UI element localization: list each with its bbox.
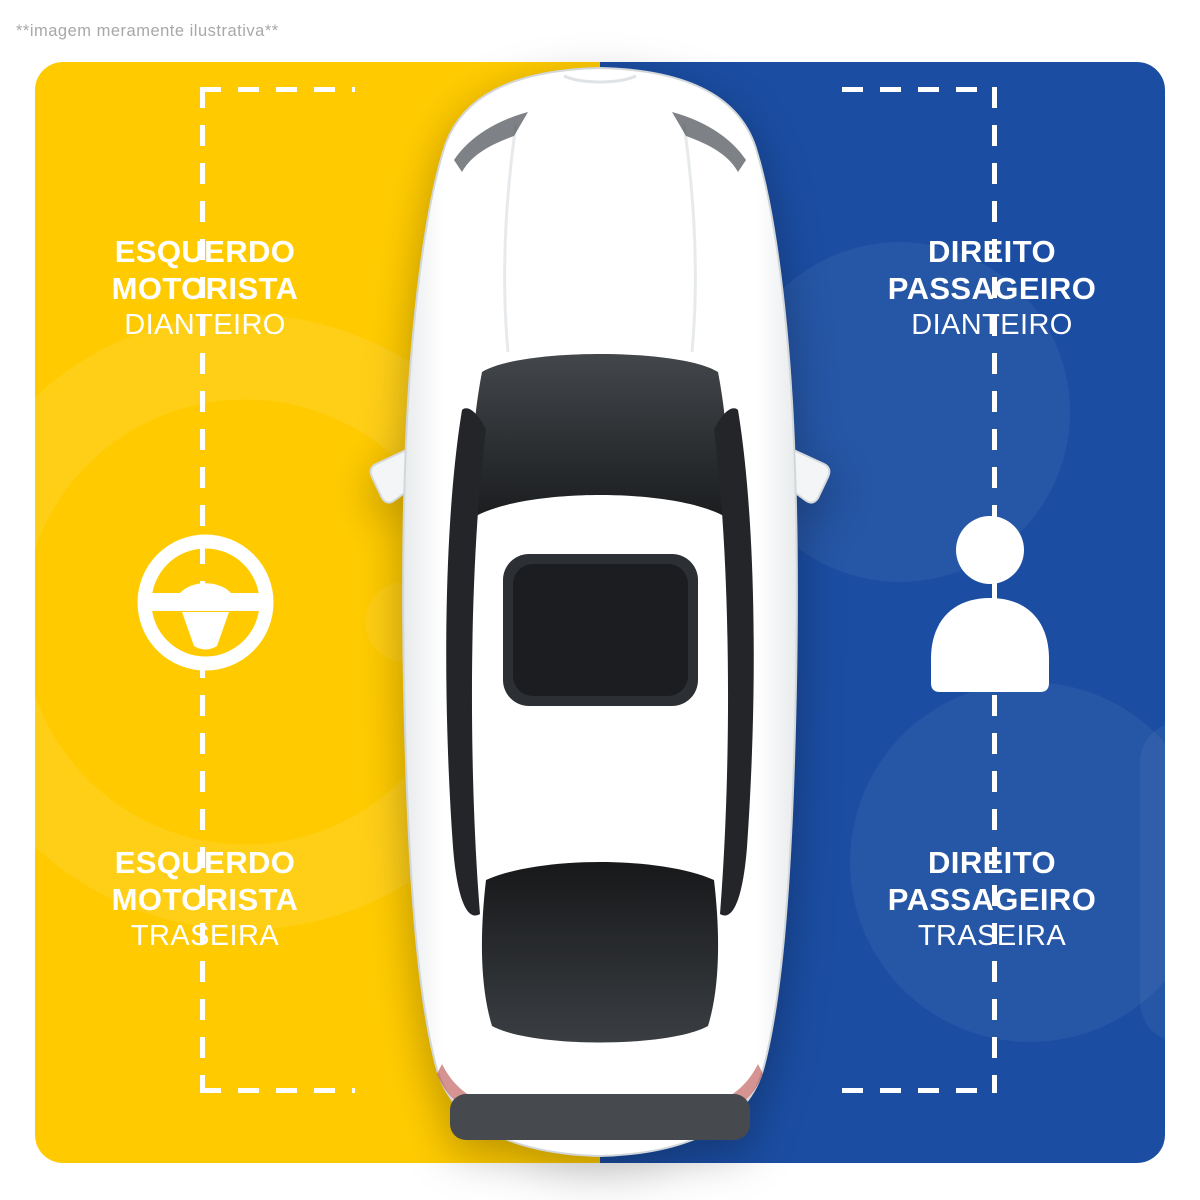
label-left-rear: ESQUERDO MOTORISTA TRASEIRA — [45, 844, 365, 955]
label-left-front: ESQUERDO MOTORISTA DIANTEIRO — [45, 233, 365, 344]
left-side-windows — [446, 408, 486, 916]
rear-bumper-trim — [450, 1094, 750, 1140]
windshield — [472, 354, 728, 516]
right-dashed-guide-vertical — [992, 87, 997, 1093]
label-right-rear: DIREITO PASSAGEIRO TRASEIRA — [832, 844, 1152, 955]
left-dashed-guide-bottom — [200, 1088, 355, 1093]
car-top-view — [369, 66, 831, 1158]
steering-wheel-icon — [133, 530, 278, 680]
label-right-rear-line3: TRASEIRA — [917, 920, 1067, 952]
person-icon — [915, 512, 1065, 697]
label-right-rear-line1: DIREITO — [928, 845, 1056, 880]
label-left-rear-line2: MOTORISTA — [111, 882, 299, 917]
rear-window — [481, 862, 719, 1043]
label-right-front-line1: DIREITO — [928, 234, 1056, 269]
label-left-front-line3: DIANTEIRO — [124, 309, 286, 341]
label-right-front: DIREITO PASSAGEIRO DIANTEIRO — [832, 233, 1152, 344]
label-left-front-line1: ESQUERDO — [114, 234, 296, 269]
label-right-front-line3: DIANTEIRO — [911, 309, 1073, 341]
label-right-front-line2: PASSAGEIRO — [887, 271, 1097, 306]
left-dashed-guide-top — [200, 87, 355, 92]
label-left-rear-line3: TRASEIRA — [130, 920, 280, 952]
label-right-rear-line2: PASSAGEIRO — [887, 882, 1097, 917]
label-left-front-line2: MOTORISTA — [111, 271, 299, 306]
disclaimer-text: **imagem meramente ilustrativa** — [16, 22, 279, 40]
right-dashed-guide-bottom — [842, 1088, 997, 1093]
right-dashed-guide-top — [842, 87, 997, 92]
label-left-rear-line1: ESQUERDO — [114, 845, 296, 880]
right-side-windows — [714, 408, 754, 916]
